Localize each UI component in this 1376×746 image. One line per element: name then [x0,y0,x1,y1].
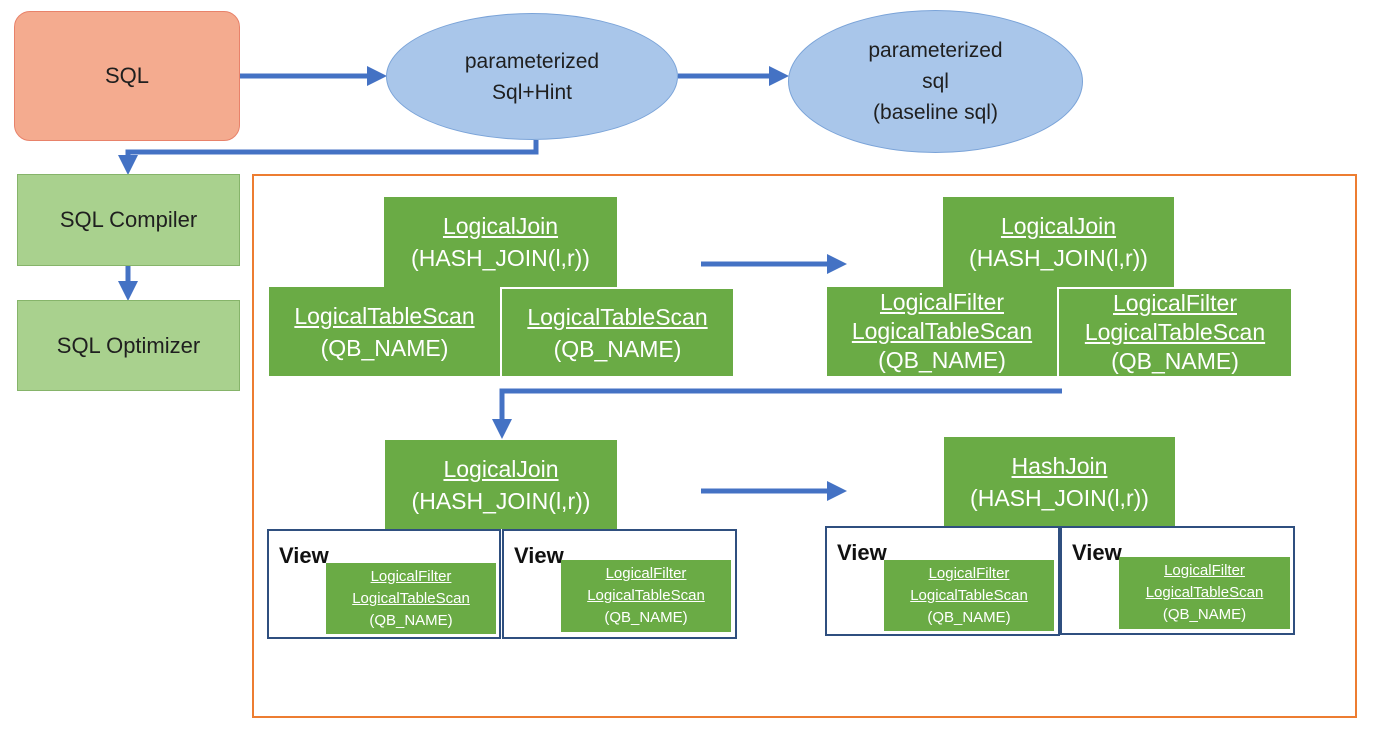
panel1-join-node: LogicalJoin (HASH_JOIN(l,r)) [384,197,617,287]
node-line: (QB_NAME) [927,608,1011,626]
optimizer-detail-frame [252,174,1357,718]
node-line: LogicalTableScan [851,318,1033,344]
node-line: LogicalJoin [442,213,559,239]
panel4-hashjoin-node: HashJoin (HASH_JOIN(l,r)) [944,437,1175,526]
panel2-right-filter-node: LogicalFilter LogicalTableScan (QB_NAME) [1059,289,1291,376]
ellipse-line: Sql+Hint [492,80,572,104]
node-line: (QB_NAME) [1162,606,1247,623]
panel1-right-scan-node: LogicalTableScan (QB_NAME) [502,289,733,376]
parameterized-sql-hint-ellipse: parameterized Sql+Hint [386,13,678,140]
node-line: LogicalTableScan [294,302,475,329]
panel3-join-node: LogicalJoin (HASH_JOIN(l,r)) [385,440,617,529]
ellipse-line: parameterized [464,49,600,73]
panel1-left-scan-node: LogicalTableScan (QB_NAME) [269,287,500,376]
sql-box: SQL [14,11,240,141]
node-line: LogicalJoin [443,455,559,482]
node-line: LogicalFilter [370,567,452,585]
node-line: LogicalFilter [928,564,1010,582]
node-line: LogicalFilter [1164,562,1245,579]
ellipse-line: parameterized [868,39,1003,62]
view-label: View [514,543,564,568]
node-line: (HASH_JOIN(l,r)) [411,487,591,514]
view-label: View [1072,540,1122,565]
node-line: LogicalJoin [1000,213,1117,239]
panel3-left-filter-node: LogicalFilter LogicalTableScan (QB_NAME) [326,563,496,634]
panel2-join-node: LogicalJoin (HASH_JOIN(l,r)) [943,197,1174,287]
arrow-hint-to-compiler [118,140,539,175]
optimizer-label: SQL Optimizer [56,332,201,358]
baseline-sql-ellipse: parameterized sql (baseline sql) [788,10,1083,153]
ellipse-line: (baseline sql) [873,101,998,124]
panel4-right-filter-node: LogicalFilter LogicalTableScan (QB_NAME) [1119,557,1290,629]
node-line: LogicalTableScan [527,303,708,330]
panel3-right-filter-node: LogicalFilter LogicalTableScan (QB_NAME) [561,560,731,632]
node-line: LogicalTableScan [587,587,705,604]
node-line: LogicalTableScan [352,589,470,607]
sql-compiler-box: SQL Compiler [17,174,240,266]
node-line: (HASH_JOIN(l,r)) [969,245,1148,271]
node-line: (QB_NAME) [320,334,449,361]
node-line: LogicalFilter [880,289,1004,315]
ellipse-line: sql [922,70,949,93]
node-line: (QB_NAME) [604,609,688,626]
node-line: (QB_NAME) [369,611,453,629]
sql-label: SQL [104,63,150,88]
node-line: LogicalTableScan [1084,319,1266,345]
view-label: View [279,543,329,568]
node-line: LogicalTableScan [1145,584,1264,601]
node-line: LogicalTableScan [910,586,1028,604]
node-line: LogicalFilter [605,565,687,582]
node-line: HashJoin [1011,452,1108,479]
view-label: View [837,540,887,565]
node-line: (QB_NAME) [878,347,1006,373]
node-line: LogicalFilter [1113,290,1237,316]
compiler-label: SQL Compiler [59,207,198,232]
panel4-left-filter-node: LogicalFilter LogicalTableScan (QB_NAME) [884,560,1054,631]
arrow-panel2-to-panel3 [492,388,1062,439]
panel2-left-filter-node: LogicalFilter LogicalTableScan (QB_NAME) [827,287,1057,376]
node-line: (QB_NAME) [1111,348,1239,374]
sql-optimizer-box: SQL Optimizer [17,300,240,391]
node-line: (HASH_JOIN(l,r)) [970,484,1149,511]
node-line: (HASH_JOIN(l,r)) [411,245,590,271]
node-line: (QB_NAME) [553,335,682,362]
